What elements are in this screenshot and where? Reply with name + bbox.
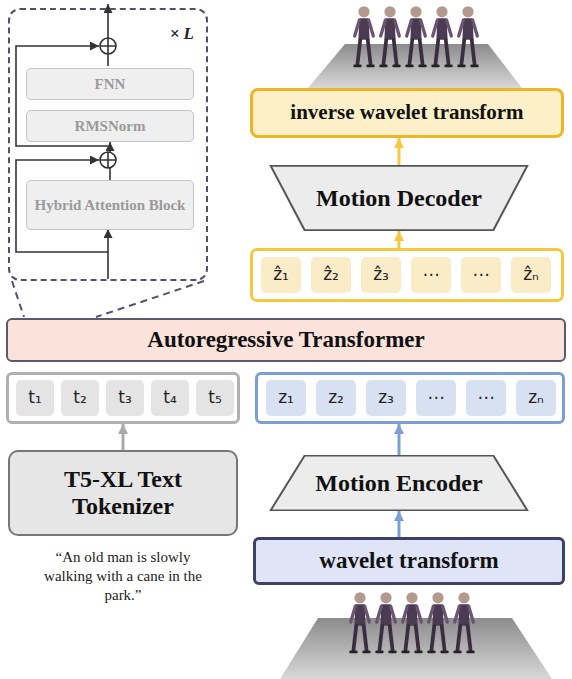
node-label: RMSNorm: [75, 118, 146, 135]
node-label: t₂: [73, 388, 86, 407]
token-cell: ⋯: [466, 380, 506, 416]
token-cell: z₁: [266, 380, 306, 416]
flow-arrow: [398, 424, 401, 455]
node-label: Autoregressive Transformer: [147, 327, 424, 353]
zoom-lines: [12, 281, 204, 317]
transformer-band: Autoregressive Transformer: [6, 318, 566, 362]
node-label: × L: [170, 24, 194, 43]
node-label: Motion Encoder: [315, 470, 482, 497]
node-label: Motion Decoder: [316, 185, 482, 212]
node-label: ẑ₂: [323, 265, 339, 284]
token-cell: t₂: [61, 380, 99, 416]
node-label: inverse wavelet transform: [290, 101, 523, 125]
token-cell: t₁: [16, 380, 54, 416]
process-box: inverse wavelet transform: [250, 88, 564, 138]
node-label: wavelet transform: [319, 548, 498, 574]
node-label: t₄: [163, 388, 176, 407]
flow-arrow: [398, 231, 401, 248]
token-cell: ẑ₃: [361, 257, 401, 293]
layer-inset: × L FNN RMSNormHybrid Attention Block: [8, 8, 208, 281]
node-label: t₃: [118, 388, 131, 407]
node-label: t₁: [28, 388, 41, 407]
token-cell: ẑₙ: [511, 257, 551, 293]
token-cell: ⋯: [416, 380, 456, 416]
token-cell: ẑ₁: [261, 257, 301, 293]
token-cell: ⋯: [411, 257, 451, 293]
node-label: Hybrid Attention Block: [35, 197, 186, 214]
node-label: ⋯: [423, 265, 440, 284]
node-label: z₁: [278, 388, 294, 407]
encoder-trapezoid: Motion Encoder: [268, 455, 530, 511]
token-container: t₁ t₂ t₃ t₄ t₅: [6, 372, 240, 424]
node-label: ⋯: [428, 388, 445, 407]
token-cell: zₙ: [516, 380, 556, 416]
token-container: z₁ z₂ z₃ ⋯ ⋯ zₙ: [255, 372, 565, 424]
token-cell: z₂: [316, 380, 356, 416]
token-cell: ⋯: [461, 257, 501, 293]
bottom-scene: [280, 592, 552, 679]
node-label: FNN: [95, 76, 126, 93]
token-cell: t₄: [151, 380, 189, 416]
node-label: T5-XL Text Tokenizer: [16, 466, 230, 520]
decoder-trapezoid: Motion Decoder: [268, 165, 530, 231]
token-cell: t₃: [106, 380, 144, 416]
flow-arrow: [122, 424, 125, 450]
node-label: ẑ₃: [373, 265, 389, 284]
node-label: zₙ: [528, 388, 544, 407]
node-label: ⋯: [473, 265, 490, 284]
node-label: z₂: [328, 388, 344, 407]
node-label: ⋯: [478, 388, 495, 407]
token-cell: t₅: [196, 380, 234, 416]
attention-box: Hybrid Attention Block: [26, 180, 194, 230]
token-container: ẑ₁ ẑ₂ ẑ₃ ⋯ ⋯ ẑₙ: [250, 248, 564, 302]
prompt-caption: “An old man is slowly walking with a can…: [30, 548, 216, 604]
process-box: wavelet transform: [253, 537, 565, 585]
top-scene: [308, 6, 522, 88]
tokenizer-box: T5-XL Text Tokenizer: [8, 450, 238, 536]
node-label: ẑ₁: [273, 265, 289, 284]
layer-box: FNN: [26, 68, 194, 100]
flow-arrow: [398, 511, 401, 537]
adder-symbols: [100, 38, 116, 168]
node-label: z₃: [378, 388, 394, 407]
node-label: ẑₙ: [523, 265, 539, 284]
token-cell: z₃: [366, 380, 406, 416]
node-label: t₅: [208, 388, 221, 407]
flow-arrow: [398, 138, 401, 165]
token-cell: ẑ₂: [311, 257, 351, 293]
layer-box: RMSNorm: [26, 110, 194, 142]
